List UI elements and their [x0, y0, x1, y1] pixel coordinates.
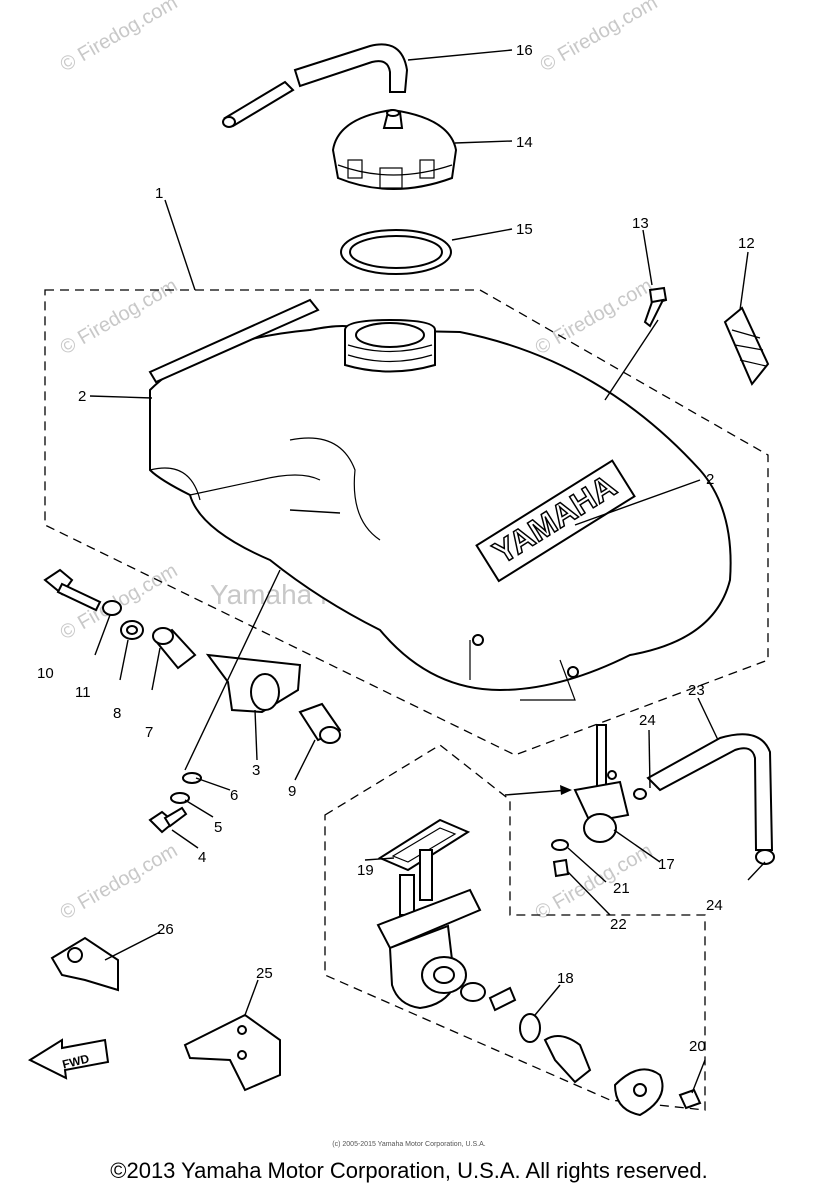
part-label: 6: [230, 787, 238, 804]
part-label: 23: [688, 682, 705, 699]
part-label: 26: [157, 921, 174, 938]
tank-assembly-outline: [44, 289, 769, 756]
bracket-3: [205, 653, 302, 714]
spring: [488, 986, 517, 1012]
assembly-arrow: [504, 789, 569, 796]
fuel-cock-assembly-outline: [324, 744, 706, 1111]
fwd-label: FWD: [61, 1051, 91, 1071]
breather-hose: [222, 43, 409, 128]
arrow-head: [560, 785, 572, 795]
part-label: 12: [738, 235, 755, 252]
washer-5: [170, 792, 190, 804]
tank-decal-left: [148, 298, 320, 384]
bolt-4: [148, 806, 188, 834]
hose-clip-24b: [755, 849, 775, 865]
part-label: 2: [706, 471, 714, 488]
part-label: 21: [613, 880, 630, 897]
clip-6: [182, 772, 202, 784]
fuel-cock-body: [376, 849, 482, 1010]
part-label: 8: [113, 705, 121, 722]
part-label: 11: [75, 684, 91, 701]
part-label: 22: [610, 916, 627, 933]
part-label: 3: [252, 762, 260, 779]
bracket-25: [183, 1013, 281, 1092]
fuel-hose-23: [646, 733, 774, 851]
filter-cup: [460, 982, 486, 1002]
part-label: 2: [78, 388, 86, 405]
part-label: 19: [357, 862, 374, 879]
plate-20: [613, 1068, 664, 1117]
fwd-arrow-icon: FWD: [27, 1038, 110, 1080]
screw-20: [678, 1088, 702, 1110]
part-label: 15: [516, 221, 533, 238]
washer-11: [102, 600, 122, 616]
watermark: © Firedog.com: [537, 0, 662, 76]
part-label: 25: [256, 965, 273, 982]
part-label: 10: [37, 665, 54, 682]
fuel-cap: [331, 108, 458, 190]
hose-clip-24a: [633, 788, 647, 800]
bracket-26: [50, 936, 119, 992]
washer-8: [120, 620, 144, 640]
part-label: 14: [516, 134, 533, 151]
part-label: 16: [516, 42, 533, 59]
washer-21: [551, 839, 569, 851]
watermark: © Firedog.com: [532, 840, 657, 925]
screw-22: [552, 858, 570, 878]
part-label: 7: [145, 724, 153, 741]
fuel-cock-upper: [573, 724, 630, 843]
part-label: 24: [706, 897, 723, 914]
collar-9: [298, 702, 342, 744]
watermark: © Firedog.com: [532, 275, 657, 360]
watermark: © Firedog.com: [57, 0, 182, 76]
part-label: 20: [689, 1038, 706, 1055]
part-label: 18: [557, 970, 574, 987]
part-label: 24: [639, 712, 656, 729]
leader-lines: [89, 49, 766, 1094]
part-label: 13: [632, 215, 649, 232]
part-label: 5: [214, 819, 222, 836]
bolt-10: [43, 568, 102, 612]
copyright-footer: ©2013 Yamaha Motor Corporation, U.S.A. A…: [110, 1158, 708, 1183]
small-credit: (c) 2005-2015 Yamaha Motor Corporation, …: [332, 1141, 486, 1148]
watermark: © Firedog.com: [57, 840, 182, 925]
cap-gasket: [340, 229, 452, 275]
damper-7: [152, 627, 197, 670]
o-ring-18: [519, 1013, 541, 1043]
part-label: 17: [658, 856, 675, 873]
fuel-tank: YAMAHA: [149, 318, 732, 701]
part-labels: 16 14 15 1 13 12 2 2 10 11 8 7 3 9 6 5 4…: [37, 42, 755, 1055]
watermark: © Firedog.com: [57, 275, 182, 360]
screw-13: [643, 286, 668, 328]
lever: [543, 1035, 592, 1084]
part-label: 4: [198, 849, 206, 866]
part-label: 9: [288, 783, 296, 800]
part-label: 1: [155, 185, 163, 202]
gasket-19: [377, 818, 471, 872]
parts-diagram: © Firedog.com © Firedog.com © Firedog.co…: [27, 0, 775, 1117]
damper-12: [723, 306, 770, 386]
